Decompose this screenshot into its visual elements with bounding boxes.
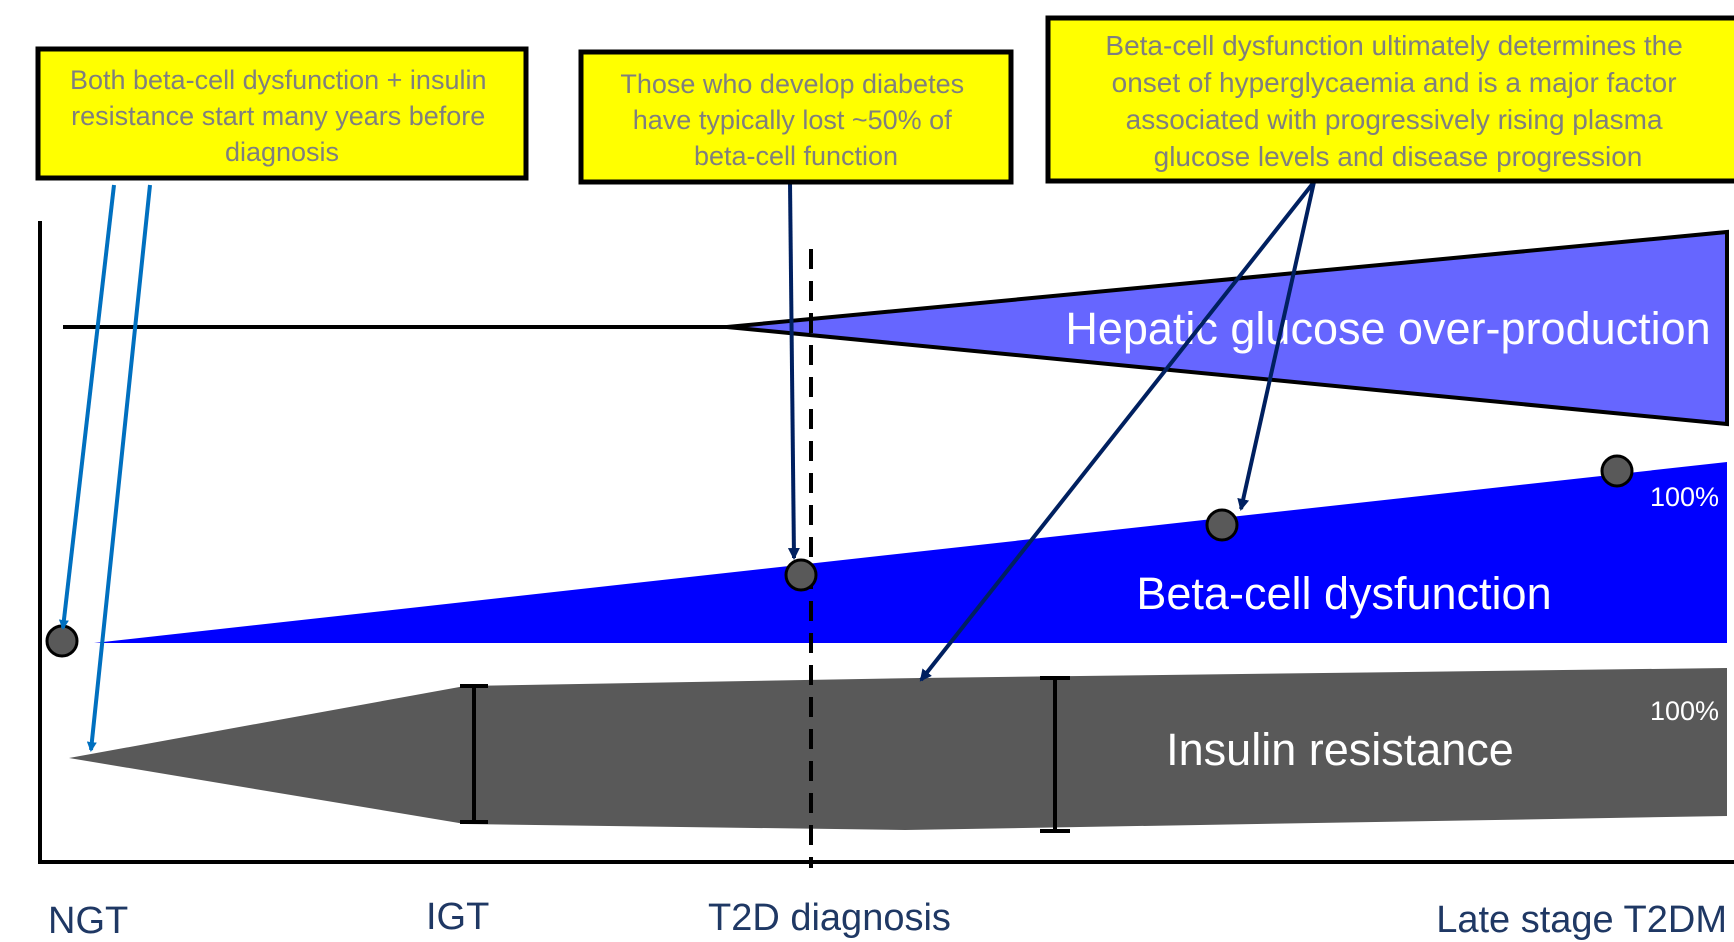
arrow-to-diagnosis-dot bbox=[787, 181, 800, 560]
insulin-resistance-shape bbox=[69, 668, 1727, 830]
callout-line: resistance start many years before bbox=[71, 101, 485, 131]
marker-dot-diagnosis bbox=[784, 558, 818, 592]
callout-line: onset of hyperglycaemia and is a major f… bbox=[1112, 67, 1677, 98]
hepatic-wedge bbox=[726, 229, 1729, 427]
callout-fifty-percent-loss: Those who develop diabetes have typicall… bbox=[578, 49, 1014, 185]
callout-beta-cell-determines: Beta-cell dysfunction ultimately determi… bbox=[1045, 15, 1734, 184]
stage-label-t2d-diagnosis: T2D diagnosis bbox=[708, 897, 951, 939]
callout-line: diagnosis bbox=[225, 137, 339, 167]
insulin-100-label: 100% bbox=[1650, 696, 1719, 726]
svg-text:Both beta-cell dysfunction + i: Both beta-cell dysfunction + insulin res… bbox=[70, 65, 494, 167]
svg-text:Those who develop diabetes: Those who develop diabetes have typicall… bbox=[620, 69, 971, 171]
insulin-resistance-label: Insulin resistance bbox=[1166, 724, 1514, 775]
stage-label-igt: IGT bbox=[426, 896, 489, 938]
arrow-to-insulin-band bbox=[919, 180, 1316, 682]
stage-label-ngt: NGT bbox=[48, 900, 128, 942]
marker-dot-ngt bbox=[45, 624, 79, 658]
callout-line: glucose levels and disease progression bbox=[1154, 141, 1643, 172]
callout-early-onset: Both beta-cell dysfunction + insulin res… bbox=[35, 46, 529, 181]
callout-line: Beta-cell dysfunction ultimately determi… bbox=[1105, 30, 1682, 61]
callout-line: associated with progressively rising pla… bbox=[1126, 104, 1663, 135]
callout-line: beta-cell function bbox=[694, 141, 898, 171]
marker-dot-late bbox=[1600, 454, 1634, 488]
callout-line: Both beta-cell dysfunction + insulin bbox=[70, 65, 487, 95]
arrow-to-insulin-start bbox=[86, 184, 152, 752]
beta-cell-wedge bbox=[94, 462, 1727, 643]
beta-cell-100-label: 100% bbox=[1650, 482, 1719, 512]
marker-dot-progression bbox=[1205, 508, 1239, 542]
hepatic-label: Hepatic glucose over-production bbox=[1065, 303, 1710, 354]
arrow-to-beta-start bbox=[58, 184, 116, 630]
stage-label-late-t2dm: Late stage T2DM bbox=[1436, 899, 1727, 941]
callout-line: have typically lost ~50% of bbox=[633, 105, 952, 135]
callout-line: Those who develop diabetes bbox=[620, 69, 964, 99]
beta-cell-label: Beta-cell dysfunction bbox=[1136, 568, 1551, 619]
svg-text:Beta-cell dysfunction ultimate: Beta-cell dysfunction ultimately determi… bbox=[1105, 30, 1690, 172]
arrow-to-progression-dot bbox=[1237, 181, 1316, 511]
